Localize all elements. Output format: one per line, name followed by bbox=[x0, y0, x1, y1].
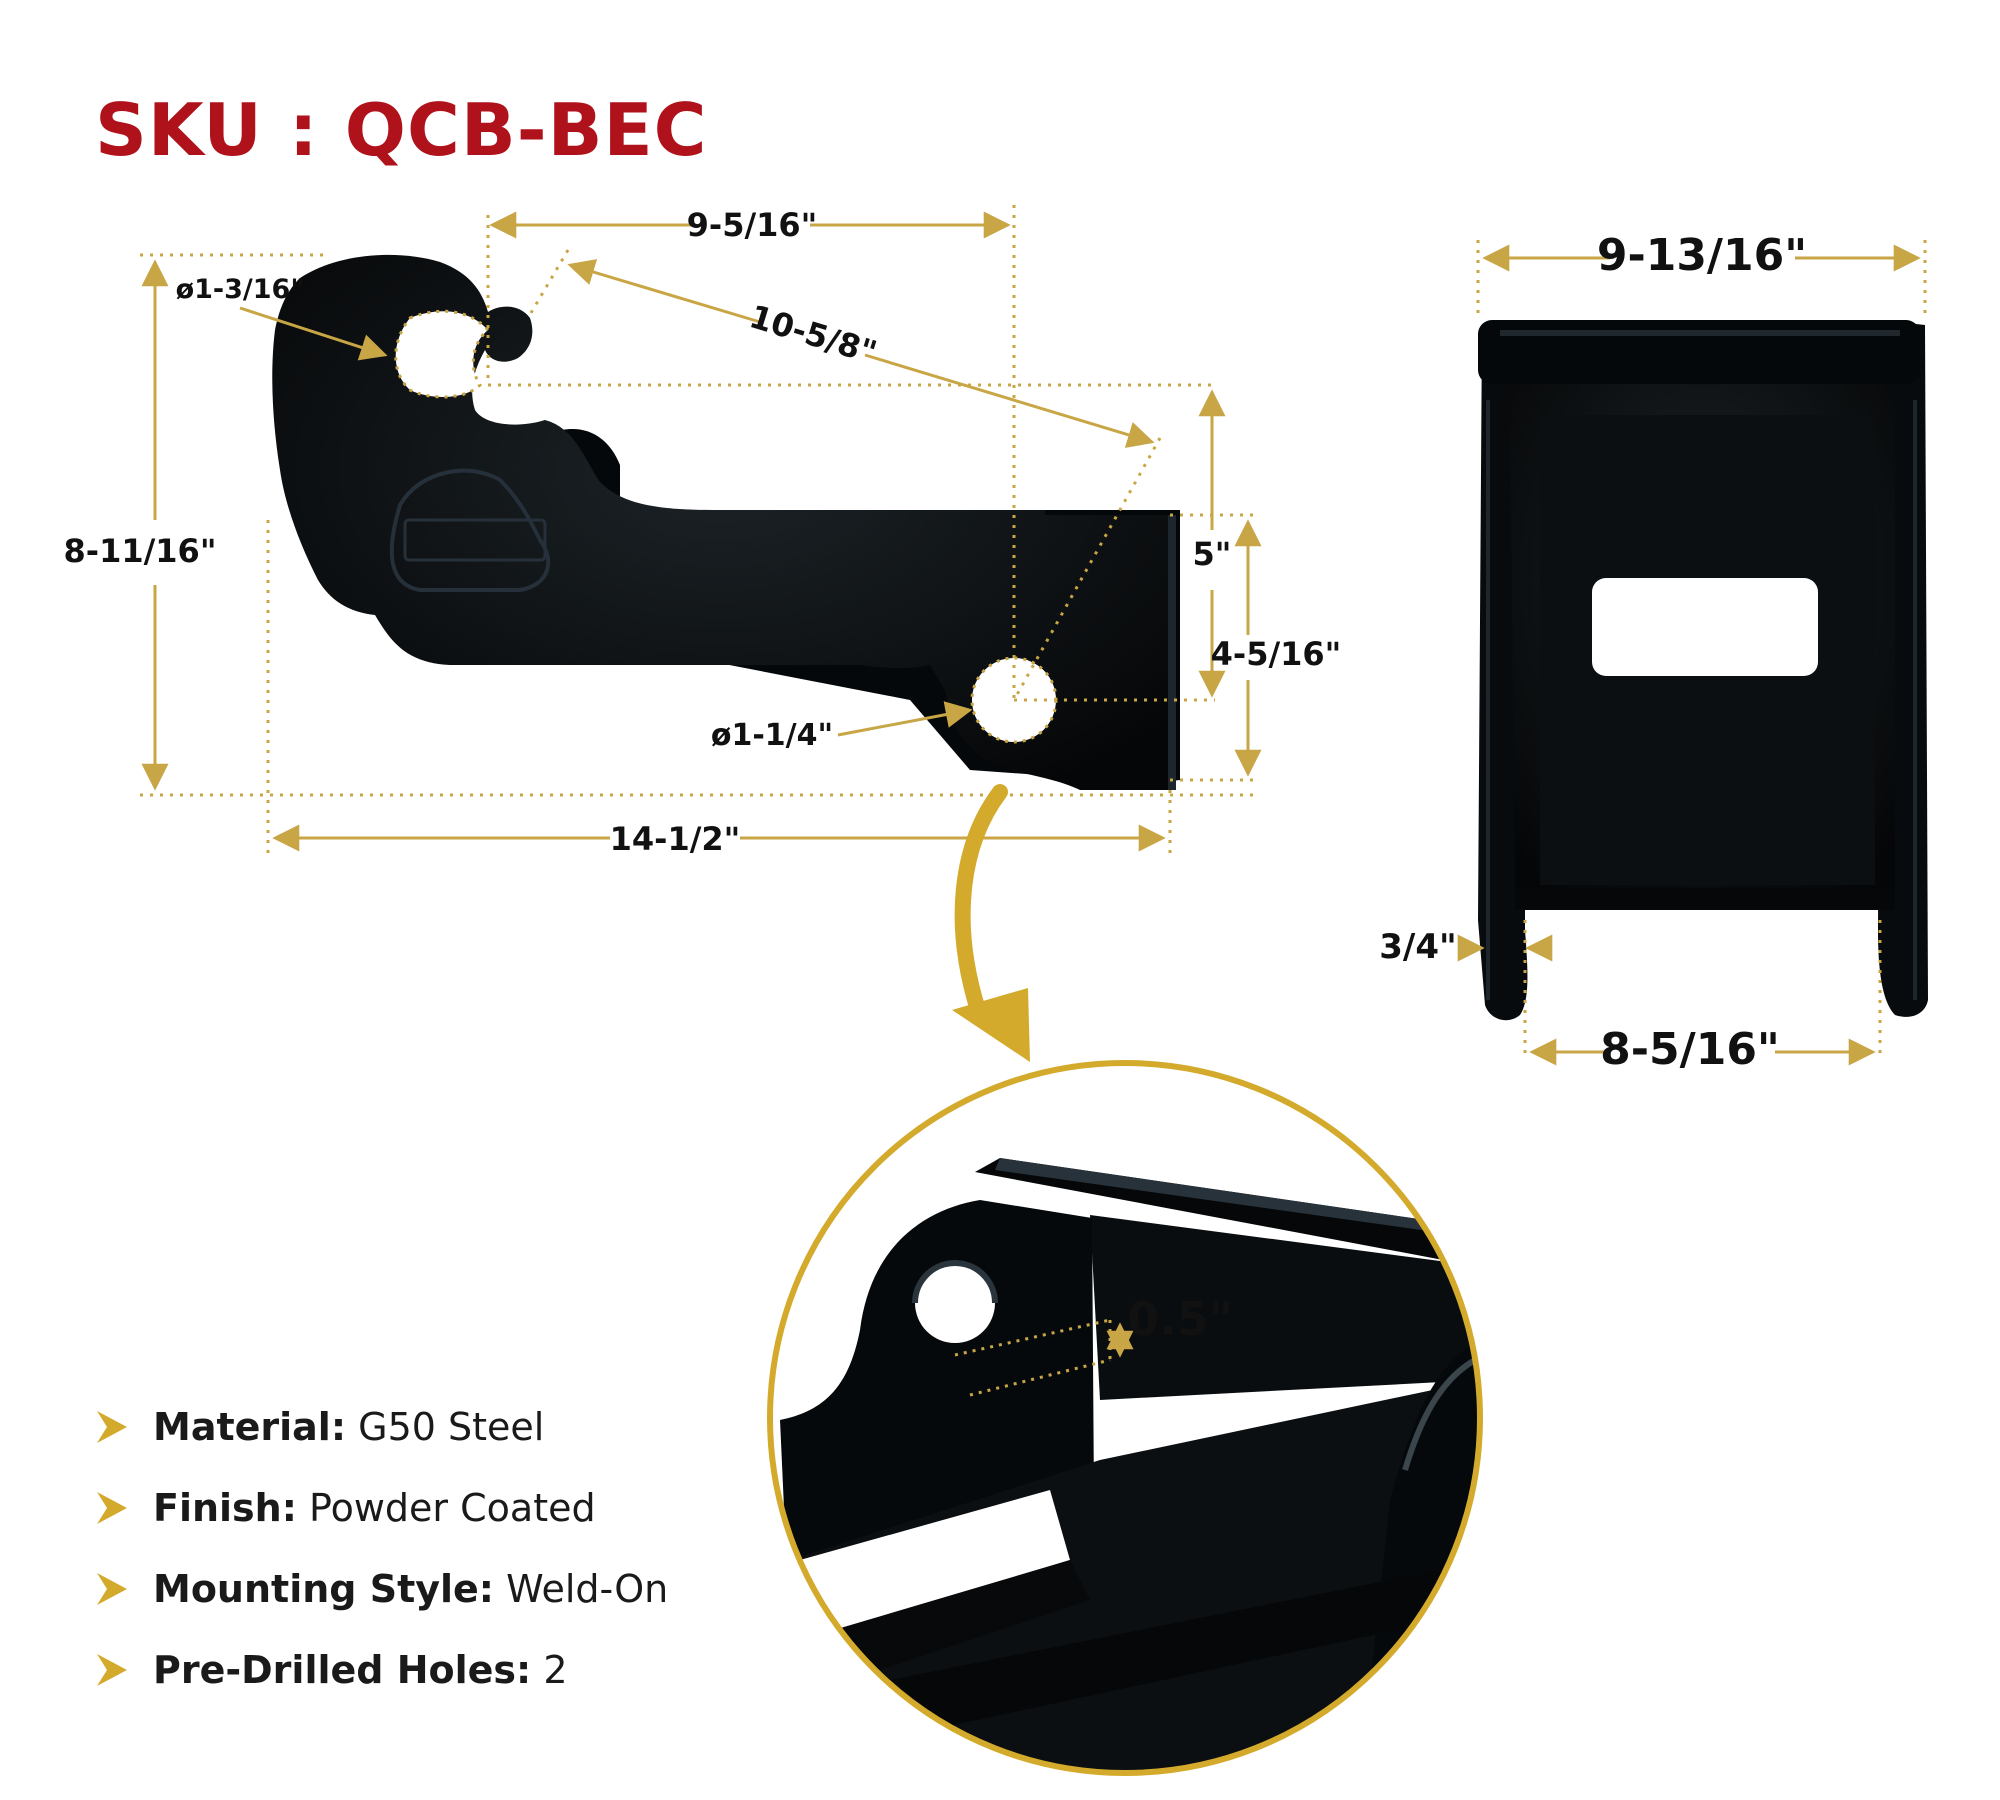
label-detail-thickness: 0.5" bbox=[1127, 1292, 1232, 1346]
front-top-bar bbox=[1478, 320, 1920, 384]
spec-value: G50 Steel bbox=[358, 1404, 545, 1449]
chevron-right-icon bbox=[97, 1572, 127, 1605]
side-bracket-body bbox=[272, 254, 1170, 790]
detail-pin-hole bbox=[915, 1263, 995, 1343]
spec-item-material: Material: G50 Steel bbox=[95, 1386, 668, 1467]
callout-arrow-head bbox=[952, 988, 1030, 1062]
embossed-logo bbox=[389, 468, 551, 592]
dim-line-diagonal bbox=[567, 259, 761, 324]
label-pin-diameter: ø1-1/4" bbox=[711, 718, 833, 753]
sku-title: SKU : QCB-BEC bbox=[95, 88, 708, 172]
label-plate-thickness: 3/4" bbox=[1379, 927, 1456, 967]
chevron-right-icon bbox=[97, 1491, 127, 1524]
label-diagonal: 10-5/8" bbox=[745, 297, 881, 372]
chevron-right-icon bbox=[97, 1653, 127, 1686]
dim-line-pin-diameter bbox=[837, 701, 973, 737]
label-front-outer: 9-13/16" bbox=[1597, 230, 1807, 281]
label-front-inner: 8-5/16" bbox=[1600, 1024, 1780, 1075]
side-dimension-labels: 9-5/16" 10-5/8" ø1-3/16" 8-11/16" 5" 4-5… bbox=[64, 206, 1342, 858]
label-overall-length: 14-1/2" bbox=[610, 820, 741, 858]
spec-item-finish: Finish: Powder Coated bbox=[95, 1467, 668, 1548]
spec-item-mounting-style: Mounting Style: Weld-On bbox=[95, 1548, 668, 1629]
front-view-bracket bbox=[1478, 320, 1928, 1021]
detail-zoom-circle: 0.5" bbox=[767, 1060, 1483, 1776]
label-overall-height: 8-11/16" bbox=[64, 532, 217, 570]
spec-item-pre-drilled-holes: Pre-Drilled Holes: 2 bbox=[95, 1629, 668, 1710]
front-dimension-lines bbox=[1457, 240, 1927, 1066]
front-dimension-labels: 9-13/16" 3/4" 8-5/16" bbox=[1379, 230, 1807, 1075]
front-slot bbox=[1592, 578, 1818, 676]
spec-value: Powder Coated bbox=[309, 1485, 596, 1530]
label-hook-diameter: ø1-3/16" bbox=[176, 274, 305, 305]
spec-label: Finish: bbox=[153, 1485, 297, 1530]
spec-label: Pre-Drilled Holes: bbox=[153, 1647, 532, 1692]
spec-value: Weld-On bbox=[506, 1566, 669, 1611]
label-pin-height: 4-5/16" bbox=[1211, 635, 1342, 673]
spec-list: Material: G50 Steel Finish: Powder Coate… bbox=[95, 1386, 668, 1710]
side-dimension-lines bbox=[140, 205, 1262, 858]
dim-line-hook-diameter bbox=[239, 306, 388, 361]
spec-label: Mounting Style: bbox=[153, 1566, 494, 1611]
chevron-right-icon bbox=[97, 1410, 127, 1443]
hook-throat bbox=[394, 309, 491, 399]
label-top-width: 9-5/16" bbox=[687, 206, 818, 244]
spec-value: 2 bbox=[543, 1647, 568, 1692]
spec-label: Material: bbox=[153, 1404, 347, 1449]
label-rear-height: 5" bbox=[1193, 535, 1232, 573]
detail-circle-border bbox=[767, 1060, 1483, 1776]
callout-arrow bbox=[954, 784, 1008, 1018]
side-view-bracket bbox=[272, 254, 1180, 790]
front-bottom-bar bbox=[1515, 888, 1895, 910]
